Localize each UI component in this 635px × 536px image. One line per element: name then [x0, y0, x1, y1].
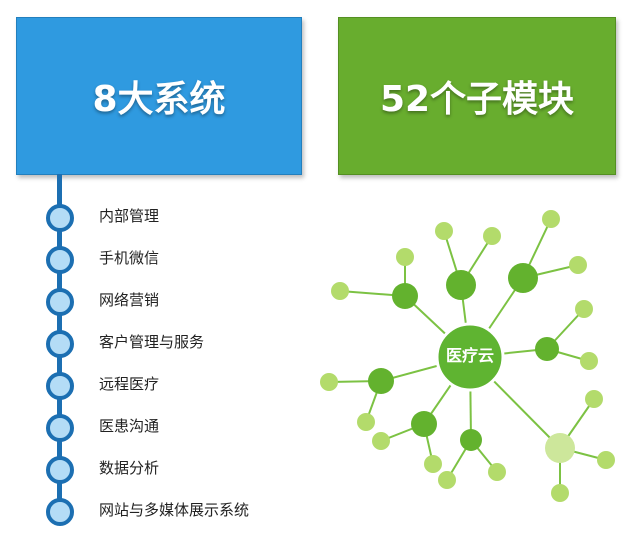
network-branch-node	[392, 283, 418, 309]
modules-panel-title: 52个子模块	[379, 79, 575, 120]
network-leaf-node	[569, 256, 587, 274]
network-leaf-node	[320, 373, 338, 391]
system-item-label: 客户管理与服务	[99, 333, 205, 351]
system-item-label: 网络营销	[99, 291, 160, 309]
network-leaf-node	[435, 222, 453, 240]
system-item-label: 数据分析	[99, 459, 160, 477]
network-branch-node	[460, 429, 482, 451]
network-leaf-node	[438, 471, 456, 489]
timeline-node	[46, 372, 74, 400]
network-branch-node	[411, 411, 437, 437]
system-item-label: 手机微信	[99, 249, 160, 267]
network-leaf-node	[331, 282, 349, 300]
network-leaf-node	[357, 413, 375, 431]
timeline-node	[46, 204, 74, 232]
network-leaf-node	[551, 484, 569, 502]
systems-panel: 8大系统	[16, 17, 302, 175]
systems-panel-title: 8大系统	[92, 79, 226, 120]
system-item-label: 医患沟通	[99, 417, 160, 435]
network-leaf-node	[580, 352, 598, 370]
network-leaf-node	[483, 227, 501, 245]
network-branch-node	[535, 337, 559, 361]
network-branch-node	[446, 270, 476, 300]
network-branch-node	[368, 368, 394, 394]
system-item-label: 网站与多媒体展示系统	[99, 501, 250, 519]
modules-panel: 52个子模块	[338, 17, 616, 175]
timeline-node	[46, 288, 74, 316]
network-leaf-node	[372, 432, 390, 450]
network-leaf-node	[542, 210, 560, 228]
network-leaf-node	[597, 451, 615, 469]
network-leaf-node	[488, 463, 506, 481]
timeline-node	[46, 456, 74, 484]
timeline-node	[46, 246, 74, 274]
network-branch-node	[508, 263, 538, 293]
network-branch-node	[545, 433, 575, 463]
network-leaf-node	[575, 300, 593, 318]
timeline-node	[46, 330, 74, 358]
system-item-label: 远程医疗	[99, 375, 160, 393]
network-hub-node	[435, 322, 505, 392]
timeline-node	[46, 414, 74, 442]
hub-label: 医疗云	[445, 346, 494, 365]
timeline-node	[46, 498, 74, 526]
network-leaf-node	[585, 390, 603, 408]
system-item-label: 内部管理	[99, 207, 160, 225]
network-leaf-node	[396, 248, 414, 266]
network-leaf-node	[424, 455, 442, 473]
